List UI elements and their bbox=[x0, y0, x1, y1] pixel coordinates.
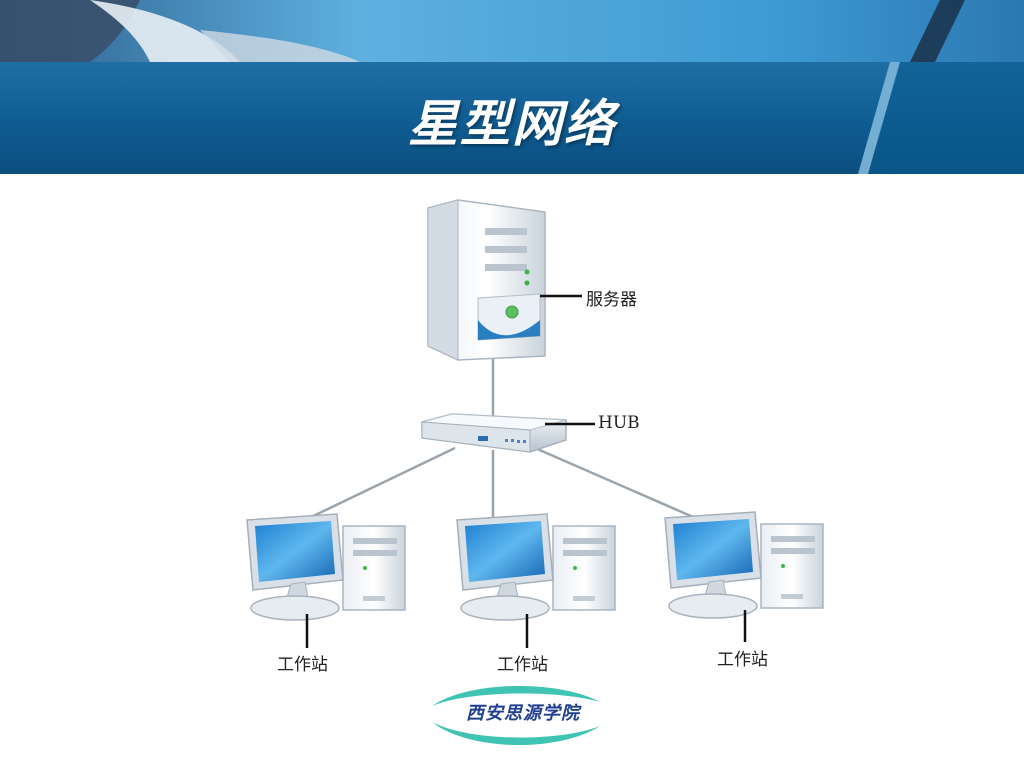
school-logo-text: 西安思源学院 bbox=[466, 703, 580, 724]
connection-lines bbox=[304, 356, 701, 522]
server-icon bbox=[427, 199, 546, 361]
workstation-label: 工作站 bbox=[717, 650, 768, 670]
header-photo-strip bbox=[0, 0, 1024, 62]
header-photo-art bbox=[0, 0, 1024, 62]
school-logo-emblem bbox=[432, 685, 600, 746]
hub-workstation-3-link bbox=[534, 446, 701, 522]
workstation-icon bbox=[246, 513, 406, 621]
workstation-icon bbox=[664, 511, 824, 619]
workstation-label: 工作站 bbox=[497, 655, 548, 675]
hub-label: HUB bbox=[598, 413, 640, 433]
hub-workstation-1-link bbox=[304, 446, 456, 522]
workstation-icon bbox=[456, 513, 616, 621]
title-band bbox=[0, 62, 1024, 174]
title-band-art bbox=[858, 62, 1024, 174]
page-title: 星型网络 bbox=[408, 94, 616, 153]
hub-icon bbox=[421, 413, 567, 453]
workstation-label: 工作站 bbox=[277, 655, 328, 675]
server-label: 服务器 bbox=[586, 290, 637, 310]
